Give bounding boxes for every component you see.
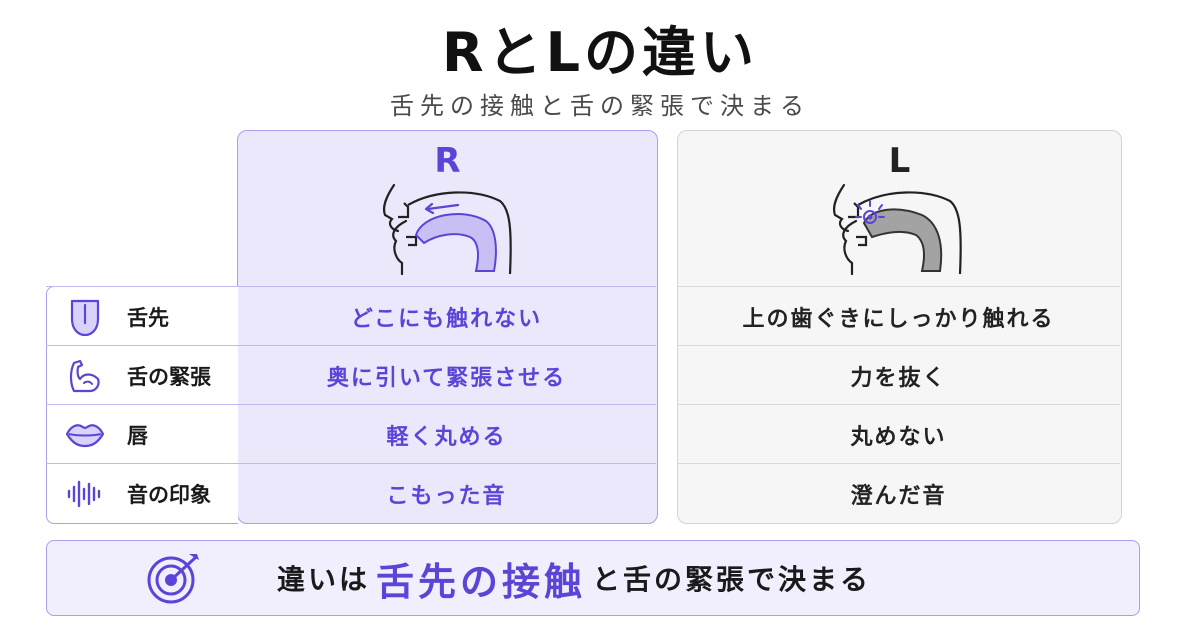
row-divider: [46, 404, 656, 405]
l-column-header: L: [888, 141, 911, 181]
page-subtitle: 舌先の接触と舌の緊張で決まる: [390, 92, 810, 120]
summary-banner: 違いは 舌先の接触 と舌の緊張で決まる: [46, 540, 1140, 616]
summary-prefix: 違いは: [277, 563, 371, 596]
summary-suffix: と舌の緊張で決まる: [592, 563, 872, 596]
l-cell-lips: 丸めない: [850, 424, 947, 450]
r-column-panel: R: [237, 130, 658, 524]
l-mouth-diagram-icon: [832, 183, 962, 275]
page-title: RとLの違い: [442, 21, 758, 84]
l-cell-tongue-tension: 力を抜く: [850, 365, 947, 391]
lips-icon: [65, 415, 105, 455]
l-cell-sound-impression: 澄んだ音: [850, 483, 947, 509]
r-cell-lips: 軽く丸める: [386, 424, 507, 450]
summary-highlight: 舌先の接触: [376, 559, 587, 604]
row-label-lips: 唇: [47, 405, 238, 464]
row-label-sound-impression: 音の印象: [47, 464, 238, 523]
row-divider: [677, 345, 1120, 346]
row-divider: [677, 463, 1120, 464]
row-label-column: 舌先 舌の緊張 唇 音の印象: [46, 286, 238, 524]
l-column-panel: L: [677, 130, 1122, 524]
r-mouth-diagram-icon: [382, 183, 512, 275]
l-cell-tongue-tip: 上の歯ぐきにしっかり触れる: [742, 306, 1055, 332]
row-divider: [677, 404, 1120, 405]
r-cell-tongue-tension: 奥に引いて緊張させる: [326, 365, 567, 391]
row-divider: [46, 463, 656, 464]
r-cell-sound-impression: こもった音: [386, 483, 507, 509]
r-column-header: R: [434, 141, 461, 181]
target-icon: [147, 554, 199, 604]
summary-text: 違いは 舌先の接触 と舌の緊張で決まる: [277, 541, 871, 615]
r-cell-tongue-tip: どこにも触れない: [350, 306, 543, 332]
row-divider: [46, 345, 656, 346]
row-label-tongue-tip: 舌先: [47, 287, 238, 346]
sound-wave-icon: [65, 474, 105, 514]
row-divider: [46, 286, 656, 287]
flexed-arm-icon: [65, 356, 105, 396]
row-divider: [677, 286, 1120, 287]
row-label-tongue-tension: 舌の緊張: [47, 346, 238, 405]
tongue-icon: [65, 297, 105, 337]
